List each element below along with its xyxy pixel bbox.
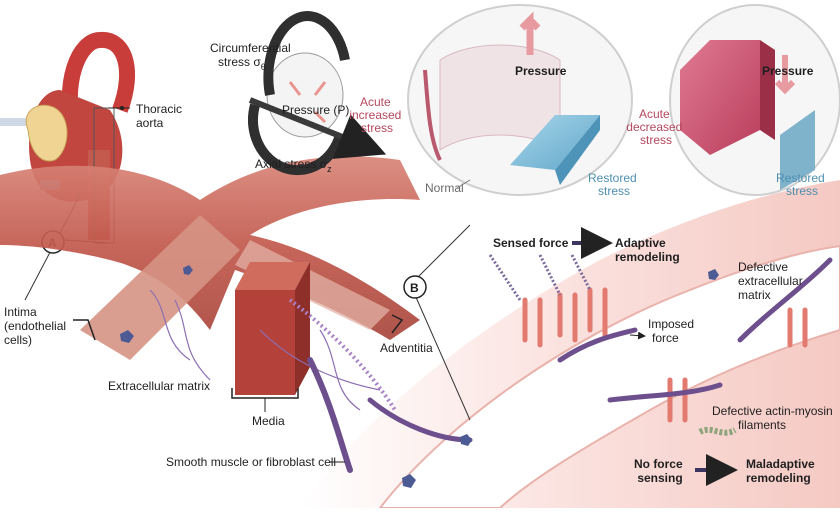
decreased-stress-ring (670, 5, 840, 195)
zoom-line-b1 (415, 225, 470, 280)
acute-increased-stress-label: Acute increased stress (349, 95, 404, 135)
stress-cylinder (250, 16, 375, 170)
thoracic-aorta-label: Thoracic aorta (136, 102, 185, 130)
sensed-force-label: Sensed force (493, 236, 569, 250)
intima-label: Intima (endothelial cells) (4, 305, 69, 347)
maladaptive-remodeling-label: Maladaptive remodeling (746, 457, 818, 485)
media-label: Media (252, 414, 285, 428)
pressure-increase-label: Pressure (515, 64, 567, 78)
media-block (235, 262, 310, 395)
panel-b-letter: B (410, 281, 419, 295)
restored-stress-label-1: Restored stress (588, 171, 640, 198)
smooth-muscle-label: Smooth muscle or fibroblast cell (166, 455, 336, 469)
increased-stress-ring (408, 5, 632, 195)
no-force-sensing-label: No force sensing (634, 457, 686, 485)
pressure-decrease-label: Pressure (762, 64, 814, 78)
adventitia-label: Adventitia (380, 341, 433, 355)
pressure-p-label: Pressure (P) (282, 103, 349, 117)
extracellular-matrix-label: Extracellular matrix (108, 379, 210, 393)
smooth-muscle-cell (310, 360, 350, 470)
